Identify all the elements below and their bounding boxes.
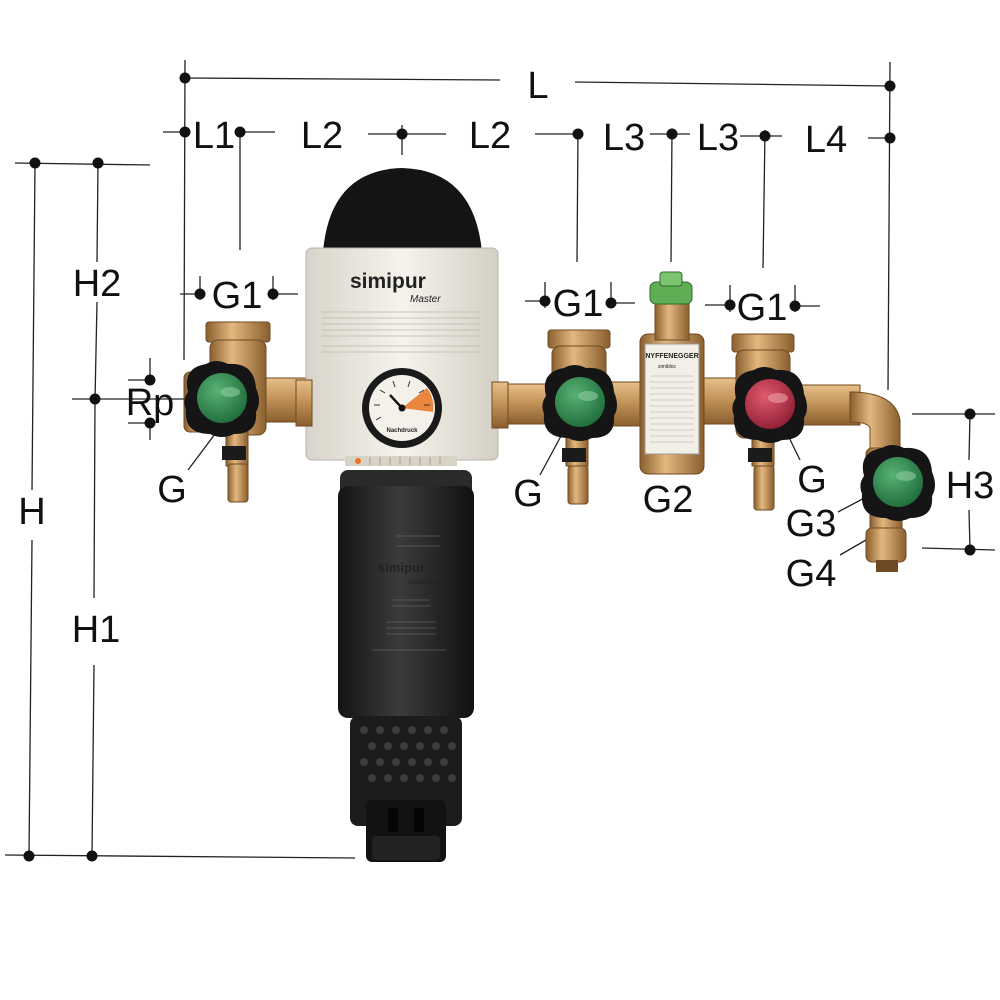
reducer-label: NYFFENEGGER bbox=[645, 353, 698, 360]
valve-handle-drain bbox=[860, 445, 935, 521]
pressure-reducer: NYFFENEGGER simibloc bbox=[639, 271, 705, 475]
label-L: L bbox=[527, 65, 548, 107]
label-G1-b: G1 bbox=[553, 283, 604, 325]
label-G-b: G bbox=[513, 473, 543, 515]
brand-sub-bowl: Automatic bbox=[407, 579, 440, 586]
brand-logo-head: simipur bbox=[350, 270, 426, 293]
label-L2-left: L2 bbox=[301, 115, 343, 157]
valve-handle-middle bbox=[542, 365, 617, 441]
label-H1: H1 bbox=[72, 609, 121, 651]
filter-unit: simipur Master Nachdruck bbox=[295, 168, 509, 862]
valve-handle-left bbox=[184, 361, 259, 437]
pressure-gauge: Nachdruck bbox=[362, 368, 442, 448]
label-L3-right: L3 bbox=[697, 117, 739, 159]
dimension-labels: L L1 L2 L2 L3 L3 L4 H2 G1 G1 G1 Rp H H1 … bbox=[18, 65, 994, 651]
label-G3: G3 bbox=[786, 503, 837, 545]
reducer-sub-label: simibloc bbox=[658, 364, 677, 370]
label-H2: H2 bbox=[73, 263, 122, 305]
brand-logo-bowl: simipur bbox=[378, 560, 425, 575]
gauge-label: Nachdruck bbox=[386, 428, 418, 434]
label-L1: L1 bbox=[193, 115, 235, 157]
label-H3: H3 bbox=[946, 465, 995, 507]
label-G-c: G bbox=[797, 459, 827, 501]
label-G-a: G bbox=[157, 469, 187, 511]
label-G1-c: G1 bbox=[737, 287, 788, 329]
label-L4: L4 bbox=[805, 119, 847, 161]
valve-handle-right-red bbox=[732, 367, 807, 443]
label-G1-a: G1 bbox=[212, 275, 263, 317]
dimension-lines bbox=[4, 59, 996, 859]
brand-sub-head: Master bbox=[410, 294, 441, 305]
label-L2-right: L2 bbox=[469, 115, 511, 157]
label-G2: G2 bbox=[643, 479, 694, 521]
label-Rp: Rp bbox=[126, 382, 175, 424]
label-L3-left: L3 bbox=[603, 117, 645, 159]
dimension-dots bbox=[23, 72, 976, 862]
label-H: H bbox=[18, 491, 45, 533]
label-G4: G4 bbox=[786, 553, 837, 595]
